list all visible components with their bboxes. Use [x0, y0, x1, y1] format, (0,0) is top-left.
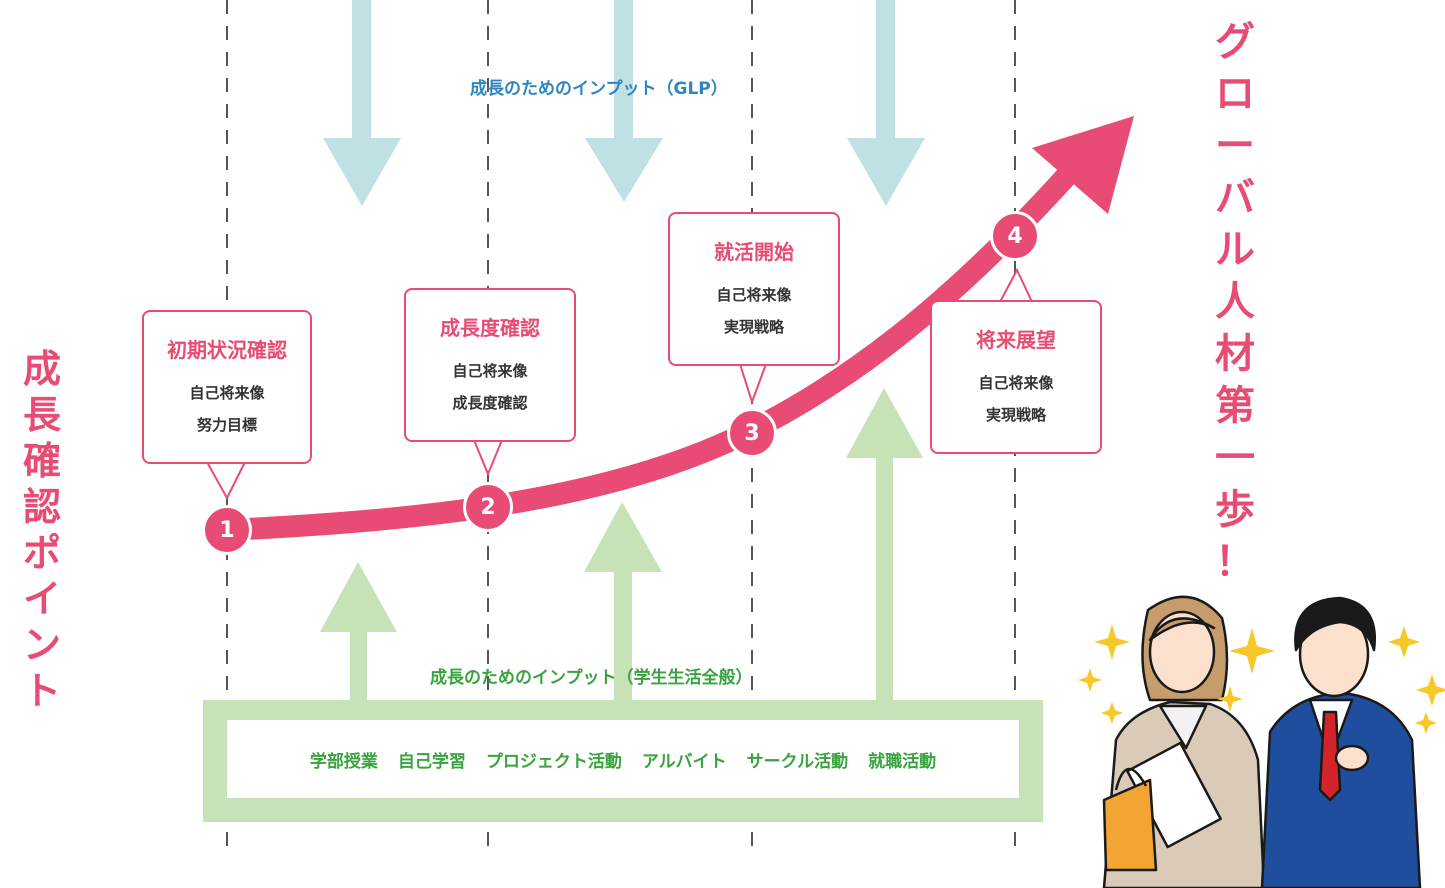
growth-arrowhead — [1032, 116, 1134, 214]
left-vertical-title: 成長 確認 ポイ ント — [22, 347, 61, 713]
checkpoint-line: 成長度確認 — [452, 394, 528, 412]
checkpoint-callout-2: 成長度確認 自己将来像 成長度確認 — [404, 288, 576, 442]
activity-item: 学部授業 — [309, 751, 378, 772]
checkpoint-line: 自己将来像 — [452, 362, 528, 380]
checkpoint-line: 自己将来像 — [716, 286, 792, 304]
up-arrow — [320, 562, 397, 702]
activity-item: アルバイト — [641, 751, 727, 772]
checkpoint-line: 自己将来像 — [978, 374, 1054, 392]
activity-item: 自己学習 — [397, 751, 466, 772]
sparkle-icon — [1101, 702, 1123, 724]
down-arrow — [585, 0, 663, 202]
sparkle-icon — [1416, 674, 1445, 706]
activity-item: プロジェクト活動 — [485, 751, 622, 772]
activity-item: サークル活動 — [746, 751, 849, 772]
checkpoint-line: 実現戦略 — [985, 406, 1046, 424]
activity-item: 就職活動 — [868, 751, 937, 772]
glp-input-label: 成長のためのインプット（GLP） — [470, 79, 728, 99]
glp-input-arrows — [323, 0, 925, 206]
life-input-label: 成長のためのインプット（学生生活全般） — [430, 668, 753, 688]
life-input-arrows — [320, 388, 923, 702]
checkpoint-line: 実現戦略 — [723, 318, 784, 336]
checkpoint-title: 初期状況確認 — [167, 338, 287, 362]
right-vertical-title: グロ ーバ ル人 材第 一歩 ！ — [1215, 19, 1255, 585]
sparkle-icon — [1094, 624, 1130, 660]
callout-pointers — [206, 267, 1033, 501]
checkpoint-callout-4: 将来展望 自己将来像 実現戦略 — [930, 300, 1102, 454]
sparkle-icon — [1078, 668, 1102, 692]
checkpoint-badge-2: 2 — [463, 482, 513, 532]
sparkles — [1078, 624, 1445, 734]
checkpoint-line: 自己将来像 — [189, 384, 265, 402]
checkpoint-callout-1: 初期状況確認 自己将来像 努力目標 — [142, 310, 312, 464]
checkpoint-badge-3: 3 — [727, 408, 777, 458]
checkpoint-title: 成長度確認 — [440, 316, 540, 340]
checkpoint-badge-4: 4 — [990, 211, 1040, 261]
sparkle-icon — [1388, 626, 1420, 658]
checkpoint-title: 将来展望 — [976, 328, 1056, 352]
activities-frame: 学部授業 自己学習 プロジェクト活動 アルバイト サークル活動 就職活動 — [203, 700, 1043, 822]
sparkle-icon — [1415, 712, 1437, 734]
checkpoint-callout-3: 就活開始 自己将来像 実現戦略 — [668, 212, 840, 366]
down-arrow — [847, 0, 925, 206]
students-illustration — [1102, 595, 1422, 888]
checkpoint-title: 就活開始 — [714, 240, 794, 264]
checkpoint-line: 努力目標 — [196, 416, 257, 434]
checkpoint-badge-1: 1 — [202, 505, 252, 555]
up-arrow — [584, 502, 662, 702]
sparkle-icon — [1229, 628, 1275, 674]
up-arrow — [846, 388, 923, 702]
down-arrow — [323, 0, 401, 206]
sparkle-icon — [1217, 686, 1243, 712]
activities-list: 学部授業 自己学習 プロジェクト活動 アルバイト サークル活動 就職活動 — [227, 720, 1019, 798]
